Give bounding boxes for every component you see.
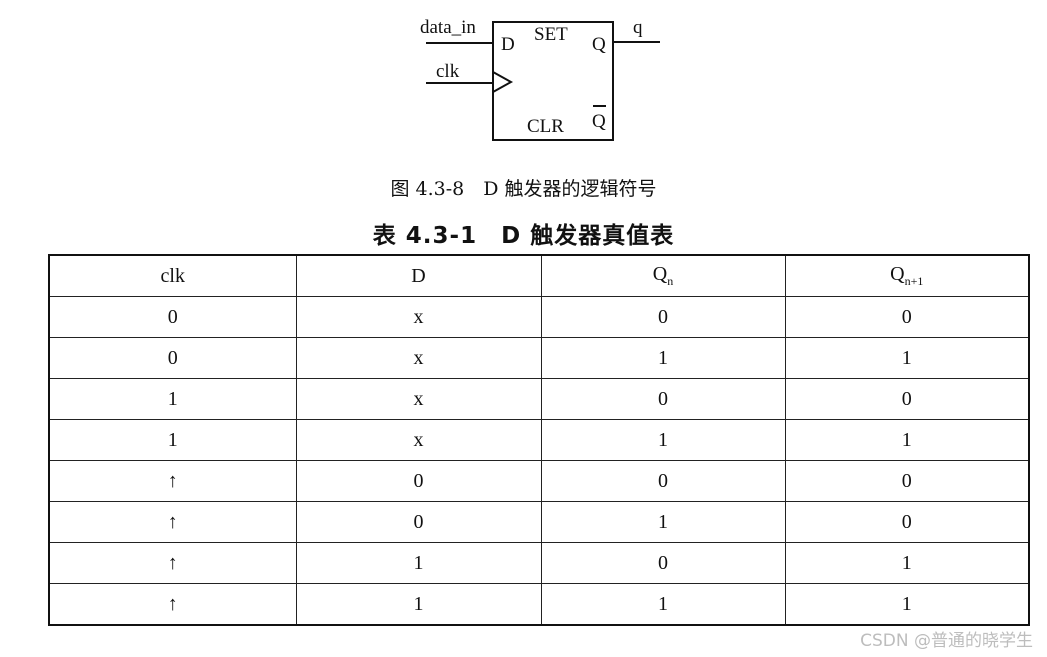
- d-flipflop-symbol: data_in clk D SET Q CLR Q q: [0, 0, 1047, 160]
- cell-qn: 1: [540, 419, 786, 461]
- figure-caption: 图 4.3-8 D 触发器的逻辑符号: [390, 178, 657, 200]
- cell-qn1: 0: [784, 296, 1030, 338]
- pin-d-label: D: [501, 34, 515, 55]
- table-row: ↑ 1 0 1: [48, 542, 1030, 584]
- cell-qn1: 1: [784, 583, 1030, 626]
- table-row: ↑ 1 1 1: [48, 583, 1030, 626]
- cell-qn: 1: [540, 337, 786, 379]
- header-qn1: Qn+1: [784, 254, 1030, 297]
- clk-label: clk: [436, 61, 460, 82]
- cell-qn: 0: [540, 296, 786, 338]
- table-row: ↑ 0 0 0: [48, 460, 1030, 502]
- cell-qn1: 0: [784, 460, 1030, 502]
- header-d: D: [295, 254, 542, 297]
- cell-clk-rising-edge: ↑: [48, 501, 297, 543]
- cell-qn: 0: [540, 378, 786, 420]
- pin-qbar-label: Q: [592, 111, 606, 132]
- cell-qn1: 1: [784, 419, 1030, 461]
- table-row: 0 x 0 0: [48, 296, 1030, 338]
- table-row: ↑ 0 1 0: [48, 501, 1030, 543]
- cell-qn: 0: [540, 542, 786, 584]
- header-clk: clk: [48, 254, 297, 297]
- cell-clk: 1: [48, 419, 297, 461]
- cell-d: x: [295, 378, 542, 420]
- cell-clk: 0: [48, 296, 297, 338]
- cell-qn1: 1: [784, 337, 1030, 379]
- cell-clk-rising-edge: ↑: [48, 460, 297, 502]
- table-header-row: clk D Qn Qn+1: [48, 254, 1030, 297]
- cell-clk-rising-edge: ↑: [48, 583, 297, 626]
- cell-qn: 1: [540, 501, 786, 543]
- cell-d: 0: [295, 460, 542, 502]
- cell-qn: 1: [540, 583, 786, 626]
- header-qn: Qn: [540, 254, 786, 297]
- table-caption: 表 4.3-1 D 触发器真值表: [372, 223, 675, 249]
- data-in-label: data_in: [420, 17, 476, 38]
- cell-clk: 1: [48, 378, 297, 420]
- watermark: CSDN @普通的晓学生: [860, 631, 1033, 651]
- cell-qn: 0: [540, 460, 786, 502]
- pin-set-label: SET: [534, 24, 568, 45]
- pin-clr-label: CLR: [527, 116, 564, 137]
- cell-qn1: 0: [784, 378, 1030, 420]
- cell-d: 1: [295, 542, 542, 584]
- table-row: 1 x 0 0: [48, 378, 1030, 420]
- header-qn-sub: n: [667, 274, 674, 288]
- header-qn-base: Q: [652, 263, 668, 285]
- pin-q-label: Q: [592, 34, 606, 55]
- flipflop-lines: [426, 21, 660, 141]
- cell-clk-rising-edge: ↑: [48, 542, 297, 584]
- cell-d: 1: [295, 583, 542, 626]
- table-row: 0 x 1 1: [48, 337, 1030, 379]
- truth-table: clk D Qn Qn+1 0 x 0 0 0 x 1 1 1 x 0 0 1 …: [48, 254, 1030, 626]
- table-row: 1 x 1 1: [48, 419, 1030, 461]
- header-qn1-sub: n+1: [904, 274, 924, 288]
- cell-qn1: 0: [784, 501, 1030, 543]
- cell-d: x: [295, 337, 542, 379]
- header-qn1-base: Q: [890, 263, 905, 285]
- cell-clk: 0: [48, 337, 297, 379]
- cell-qn1: 1: [784, 542, 1030, 584]
- q-output-label: q: [633, 17, 643, 38]
- cell-d: x: [295, 296, 542, 338]
- cell-d: x: [295, 419, 542, 461]
- cell-d: 0: [295, 501, 542, 543]
